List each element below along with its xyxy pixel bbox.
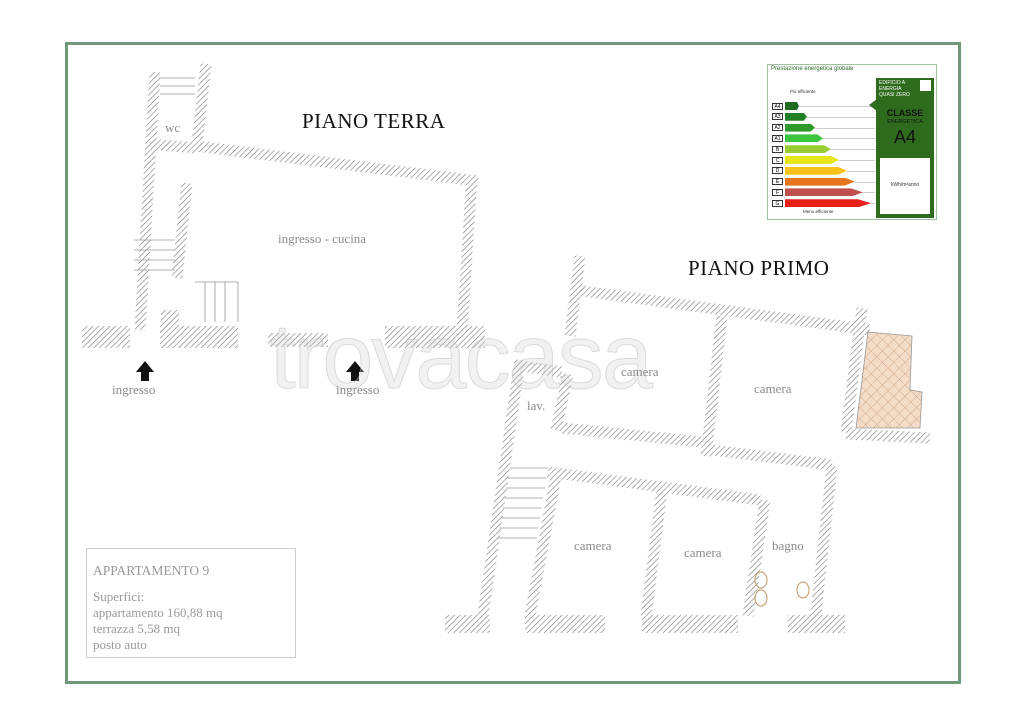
room-wc: wc bbox=[165, 120, 181, 135]
page-frame bbox=[65, 42, 961, 684]
nzeb-checkbox bbox=[920, 80, 931, 91]
room-camera: camera bbox=[684, 545, 722, 560]
piano-primo-title: PIANO PRIMO bbox=[688, 256, 830, 280]
piano-primo-stairs bbox=[498, 467, 548, 539]
bathroom-fixtures bbox=[754, 571, 810, 607]
entrance-label: ingresso bbox=[112, 382, 156, 397]
classe-label: CLASSE bbox=[886, 108, 924, 118]
energy-class-bar: A4 bbox=[772, 102, 875, 110]
energy-class-bar: E bbox=[772, 177, 875, 186]
room-camera: camera bbox=[621, 364, 659, 379]
energy-class-name: A4 bbox=[772, 102, 783, 110]
room-camera: camera bbox=[574, 538, 612, 553]
class-arrow-icon bbox=[869, 99, 877, 111]
info-line: appartamento 160,88 mq bbox=[93, 605, 223, 620]
piano-terra-stairs bbox=[134, 77, 239, 322]
energy-class-fill bbox=[785, 123, 815, 132]
entrance-label: ingresso bbox=[336, 382, 380, 397]
info-label: Superfici: bbox=[93, 589, 145, 604]
energy-class-bar: A1 bbox=[772, 134, 875, 143]
energy-class-fill bbox=[785, 188, 863, 197]
energy-class-name: A1 bbox=[772, 134, 783, 142]
bar-guide-line bbox=[871, 203, 875, 205]
energy-class-fill bbox=[785, 177, 855, 186]
room-camera: camera bbox=[754, 381, 792, 396]
info-line: terrazza 5,58 mq bbox=[93, 621, 180, 636]
bar-guide-line bbox=[839, 160, 875, 161]
energy-class-fill bbox=[785, 156, 839, 164]
energy-class-fill bbox=[785, 112, 807, 121]
info-line: posto auto bbox=[93, 637, 147, 652]
energy-title: Prestazione energetica globale bbox=[771, 66, 854, 72]
bar-guide-line bbox=[847, 170, 875, 172]
bar-guide-line bbox=[807, 116, 875, 118]
room-bagno: bagno bbox=[772, 538, 804, 553]
info-heading: APPARTAMENTO 9 bbox=[93, 563, 210, 578]
energy-class-bar: D bbox=[772, 166, 875, 175]
energy-class-box: EDIFICIO A ENERGIA QUASI ZERO CLASSE ENE… bbox=[876, 78, 934, 218]
energy-class-fill bbox=[785, 134, 823, 143]
energy-class-name: B bbox=[772, 145, 783, 153]
bar-guide-line bbox=[823, 138, 875, 140]
energy-class-fill bbox=[785, 145, 831, 154]
energy-class-bar: C bbox=[772, 156, 875, 164]
energy-label: Prestazione energetica globale Più effic… bbox=[767, 64, 937, 220]
bar-guide-line bbox=[799, 106, 875, 107]
energy-value-box: kWh/m²anno bbox=[880, 158, 930, 214]
energy-class-bar: G bbox=[772, 199, 875, 208]
info-box: APPARTAMENTO 9 Superfici: appartamento 1… bbox=[86, 548, 296, 658]
energy-unit: kWh/m²anno bbox=[890, 182, 920, 188]
bar-guide-line bbox=[815, 127, 875, 129]
nzeb-label: EDIFICIO A ENERGIA QUASI ZERO bbox=[879, 80, 910, 98]
energy-class-value: A4 bbox=[893, 127, 917, 147]
energy-class-fill bbox=[785, 166, 847, 175]
energy-best: Più efficiente bbox=[790, 89, 816, 94]
energy-worst: Meno efficiente bbox=[803, 209, 834, 214]
energy-class-fill bbox=[785, 199, 871, 208]
energy-class-name: A2 bbox=[772, 124, 783, 132]
watermark: trovacasa bbox=[270, 306, 654, 409]
energy-class-name: G bbox=[772, 199, 783, 207]
energy-class-name: C bbox=[772, 156, 783, 164]
energy-class-name: A3 bbox=[772, 113, 783, 121]
energy-class-bar: B bbox=[772, 145, 875, 154]
piano-terra-walls bbox=[82, 63, 485, 348]
energy-class-name: F bbox=[772, 188, 783, 196]
piano-terra-title: PIANO TERRA bbox=[302, 109, 446, 133]
energy-class-bar: A2 bbox=[772, 123, 875, 132]
entrance-arrows bbox=[136, 361, 364, 381]
room-lav: lav. bbox=[527, 398, 546, 413]
room-ingresso-cucina: ingresso - cucina bbox=[278, 231, 367, 246]
energetica-label: ENERGETICA bbox=[887, 119, 923, 125]
terrace bbox=[855, 331, 923, 429]
piano-primo-walls bbox=[445, 255, 931, 633]
energy-class-bar: A3 bbox=[772, 112, 875, 121]
energy-class-name: D bbox=[772, 167, 783, 175]
energy-class-name: E bbox=[772, 178, 783, 186]
bar-guide-line bbox=[831, 149, 875, 151]
energy-class-fill bbox=[785, 102, 799, 110]
energy-class-bar: F bbox=[772, 188, 875, 197]
bar-guide-line bbox=[863, 192, 875, 194]
bar-guide-line bbox=[855, 181, 875, 183]
